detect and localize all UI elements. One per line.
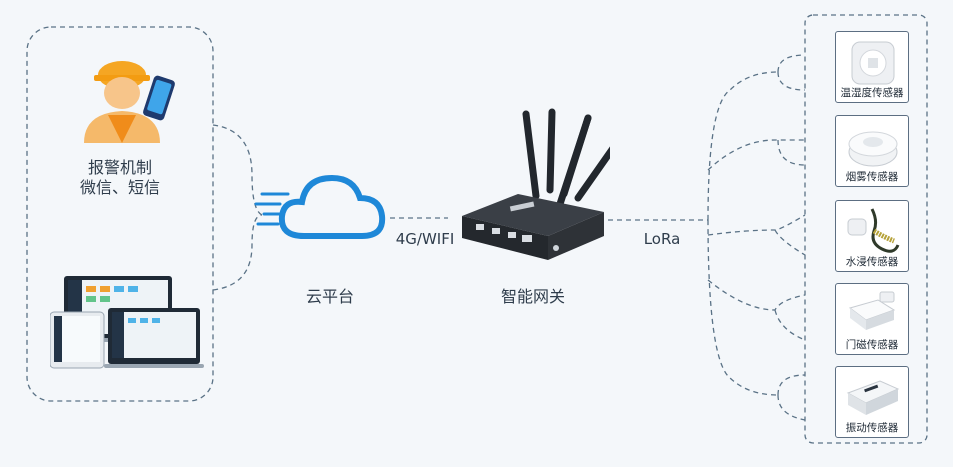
- alert-line2: 微信、短信: [79, 178, 160, 197]
- left-group-box: [26, 26, 214, 402]
- link-sensor-label: LoRa: [643, 230, 681, 248]
- alert-line1: 报警机制: [87, 158, 152, 177]
- tree-top: [707, 71, 779, 221]
- sensor-label: 门磁传感器: [845, 339, 899, 351]
- door-sensor-icon: [848, 291, 896, 330]
- temp-humidity-sensor-icon: [851, 41, 895, 85]
- sensor-label: 振动传感器: [845, 422, 899, 434]
- brace-s1: [777, 54, 806, 91]
- gateway-router-icon: [462, 108, 610, 260]
- brace-s3: [707, 214, 806, 256]
- sensor-label: 温湿度传感器: [840, 87, 904, 99]
- sensor-card-smoke: 烟雾传感器: [835, 115, 909, 187]
- tree-bottom: [707, 219, 779, 396]
- sensor-label: 水浸传感器: [845, 256, 899, 268]
- brace-top: [212, 124, 263, 216]
- link-cloud-label: 4G/WIFI: [395, 230, 455, 248]
- sensor-label: 烟雾传感器: [845, 171, 899, 183]
- sensor-card-water: 水浸传感器: [835, 200, 909, 272]
- cloud-icon: [254, 174, 386, 239]
- alert-label: 报警机制 微信、短信: [60, 158, 180, 198]
- brace-s5: [777, 374, 806, 421]
- right-group-box: [804, 14, 928, 444]
- gateway-label: 智能网关: [500, 287, 565, 306]
- cloud-label: 云平台: [305, 287, 354, 306]
- worker-icon: [84, 61, 175, 143]
- sensor-card-door: 门磁传感器: [835, 283, 909, 355]
- vibration-sensor-icon: [846, 380, 900, 415]
- brace-s4: [707, 279, 806, 341]
- brace-bottom: [212, 214, 263, 291]
- sensor-card-vibration: 振动传感器: [835, 366, 909, 438]
- sensor-card-temp-humidity: 温湿度传感器: [835, 31, 909, 103]
- water-sensor-icon: [847, 208, 900, 253]
- brace-s2: [707, 139, 805, 171]
- smoke-sensor-icon: [848, 131, 898, 167]
- dashboard-devices-icon: [50, 276, 204, 369]
